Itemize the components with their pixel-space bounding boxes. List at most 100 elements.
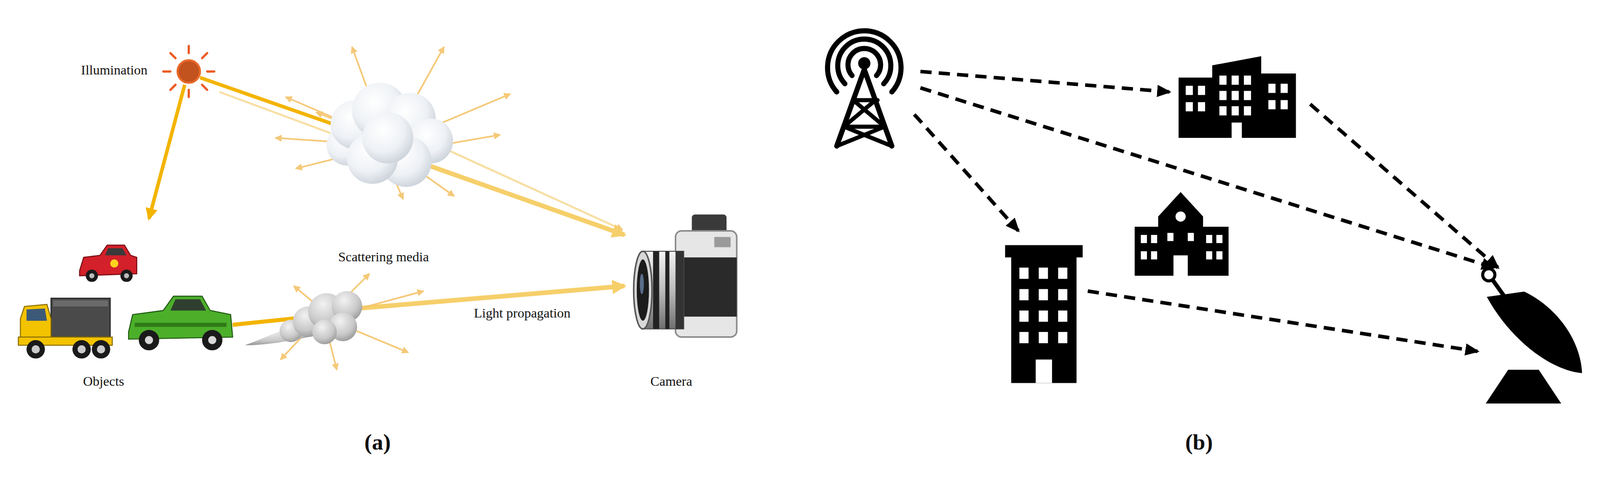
antenna-tower xyxy=(827,30,901,146)
school-building xyxy=(1187,232,1195,241)
dump-truck xyxy=(26,308,48,321)
light-rays xyxy=(148,84,185,219)
red-toy-car xyxy=(89,273,95,279)
camera-icon xyxy=(675,250,684,329)
school-building xyxy=(1140,211,1223,276)
office-building xyxy=(1185,85,1194,96)
dump-truck xyxy=(53,299,109,307)
red-toy-car xyxy=(79,244,137,282)
antenna-tower xyxy=(843,99,876,127)
sun-icon xyxy=(170,84,176,90)
dump-truck xyxy=(96,345,106,354)
dashed-links xyxy=(920,87,1494,268)
red-toy-car xyxy=(120,269,133,282)
tower-building xyxy=(1011,255,1077,383)
office-building xyxy=(1243,90,1252,100)
camera-icon xyxy=(665,250,670,329)
tower-building xyxy=(1004,244,1083,383)
office-building xyxy=(1185,75,1289,138)
dump-truck xyxy=(77,345,86,354)
antenna-tower xyxy=(837,38,892,84)
panel-label: (a) xyxy=(362,428,393,455)
camera-icon xyxy=(675,230,738,337)
sun-icon xyxy=(207,70,215,73)
green-toy-car xyxy=(144,335,154,345)
sun-icon xyxy=(170,53,176,59)
sun-icon xyxy=(163,70,171,73)
smoke xyxy=(312,319,337,345)
green-toy-car xyxy=(170,298,206,311)
scattered-rays xyxy=(275,47,511,200)
office-building xyxy=(1280,99,1288,109)
red-toy-car xyxy=(105,248,127,256)
tower-building xyxy=(1058,288,1068,300)
satellite-dish xyxy=(1482,268,1583,404)
school-building xyxy=(1150,234,1158,243)
office-building xyxy=(1268,83,1276,93)
office-building xyxy=(1243,106,1252,116)
tower-building xyxy=(1038,288,1049,300)
office-building xyxy=(1219,75,1227,85)
office-building xyxy=(1280,83,1288,93)
dashed-links xyxy=(1087,290,1478,351)
illumination-label: Illumination xyxy=(79,62,149,78)
dump-truck xyxy=(18,298,113,359)
office-building xyxy=(1185,102,1194,112)
dashed-links xyxy=(1310,104,1498,268)
sun-icon xyxy=(187,89,191,97)
dashed-links xyxy=(914,114,1019,231)
antenna-tower xyxy=(836,126,885,146)
dump-truck xyxy=(50,298,110,337)
dashed-links xyxy=(920,71,1170,93)
tower-building xyxy=(1019,310,1029,322)
green-toy-car xyxy=(202,329,223,351)
school-building xyxy=(1205,250,1213,260)
camera-icon xyxy=(636,259,650,321)
camera-icon xyxy=(714,236,731,247)
cloud xyxy=(326,82,454,187)
camera-icon xyxy=(675,257,738,317)
sun-icon xyxy=(202,53,208,59)
green-toy-car xyxy=(138,329,160,351)
tower-building xyxy=(1058,267,1068,279)
school-building xyxy=(1167,232,1174,241)
smoke-rays xyxy=(280,273,424,370)
antenna-tower xyxy=(827,30,901,92)
camera-icon xyxy=(639,273,645,295)
sun-icon xyxy=(163,46,215,97)
office-building xyxy=(1231,75,1239,85)
dashed-links xyxy=(914,71,1498,352)
satellite-dish xyxy=(1482,268,1495,281)
sun-icon xyxy=(202,84,208,90)
satellite-dish xyxy=(1485,369,1562,404)
office-building xyxy=(1268,99,1276,109)
school-building xyxy=(1175,211,1186,222)
tower-building xyxy=(1058,310,1068,322)
red-toy-car xyxy=(110,259,119,268)
red-toy-car xyxy=(123,273,130,279)
panel-label: (b) xyxy=(1183,428,1215,455)
objects-label: Objects xyxy=(81,373,126,389)
school-building xyxy=(1205,234,1213,243)
camera-label: Camera xyxy=(648,373,694,389)
office-building xyxy=(1231,106,1239,116)
office-building xyxy=(1178,56,1297,138)
camera-icon xyxy=(633,214,737,337)
tower-building xyxy=(1019,267,1068,383)
school-building xyxy=(1134,191,1229,276)
sun-icon xyxy=(187,46,191,54)
green-toy-car xyxy=(208,335,217,345)
school-building xyxy=(1140,234,1147,243)
dump-truck xyxy=(26,339,45,359)
light-rays xyxy=(428,165,625,235)
tower-building xyxy=(1019,331,1029,343)
camera-icon xyxy=(633,250,652,329)
cloud xyxy=(362,112,414,164)
school-building xyxy=(1134,191,1229,276)
green-toy-car xyxy=(134,322,227,327)
school-building xyxy=(1216,234,1223,243)
dump-truck xyxy=(72,339,91,359)
sun-icon xyxy=(177,59,201,83)
